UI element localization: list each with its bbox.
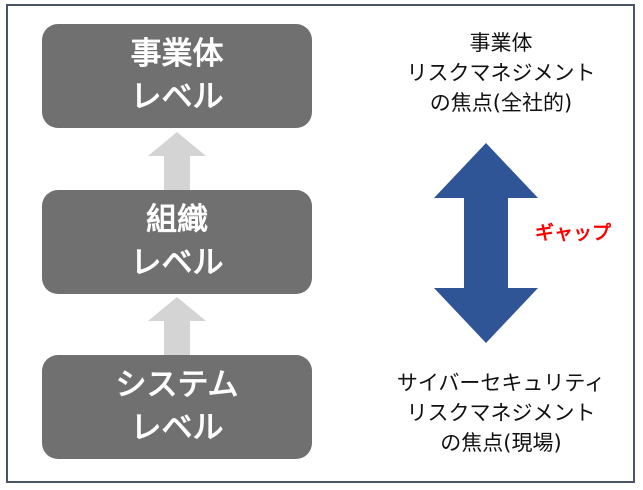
focus-line: リスクマネジメント — [406, 61, 596, 85]
level-box-label: システム — [115, 367, 239, 403]
focus-line: の焦点(全社的) — [429, 91, 573, 115]
level-box-label: レベル — [130, 245, 224, 281]
focus-line: の焦点(現場) — [440, 431, 562, 455]
focus-line: 事業体 — [469, 31, 533, 55]
level-box-label: レベル — [130, 79, 224, 115]
level-box-label: レベル — [130, 410, 224, 446]
diagram-frame: 事業体 レベル 組織 レベル システム レベル 事業体 リスクマネジメント の焦… — [6, 4, 635, 483]
level-box-label: 組織 — [146, 202, 208, 238]
focus-line: サイバーセキュリティ — [396, 371, 606, 395]
level-box-system: システム レベル — [42, 355, 312, 459]
up-arrow-lower — [148, 297, 206, 357]
level-box-label: 事業体 — [130, 36, 224, 72]
focus-line: リスクマネジメント — [406, 401, 596, 425]
level-box-organization: 組織 レベル — [42, 190, 312, 294]
enterprise-risk-focus-text: 事業体 リスクマネジメント の焦点(全社的) — [376, 28, 626, 118]
cyber-risk-focus-text: サイバーセキュリティ リスクマネジメント の焦点(現場) — [376, 368, 626, 458]
level-box-enterprise: 事業体 レベル — [42, 24, 312, 128]
up-arrow-upper — [148, 132, 206, 192]
double-headed-arrow — [434, 143, 538, 343]
gap-label: ギャップ — [535, 222, 612, 244]
